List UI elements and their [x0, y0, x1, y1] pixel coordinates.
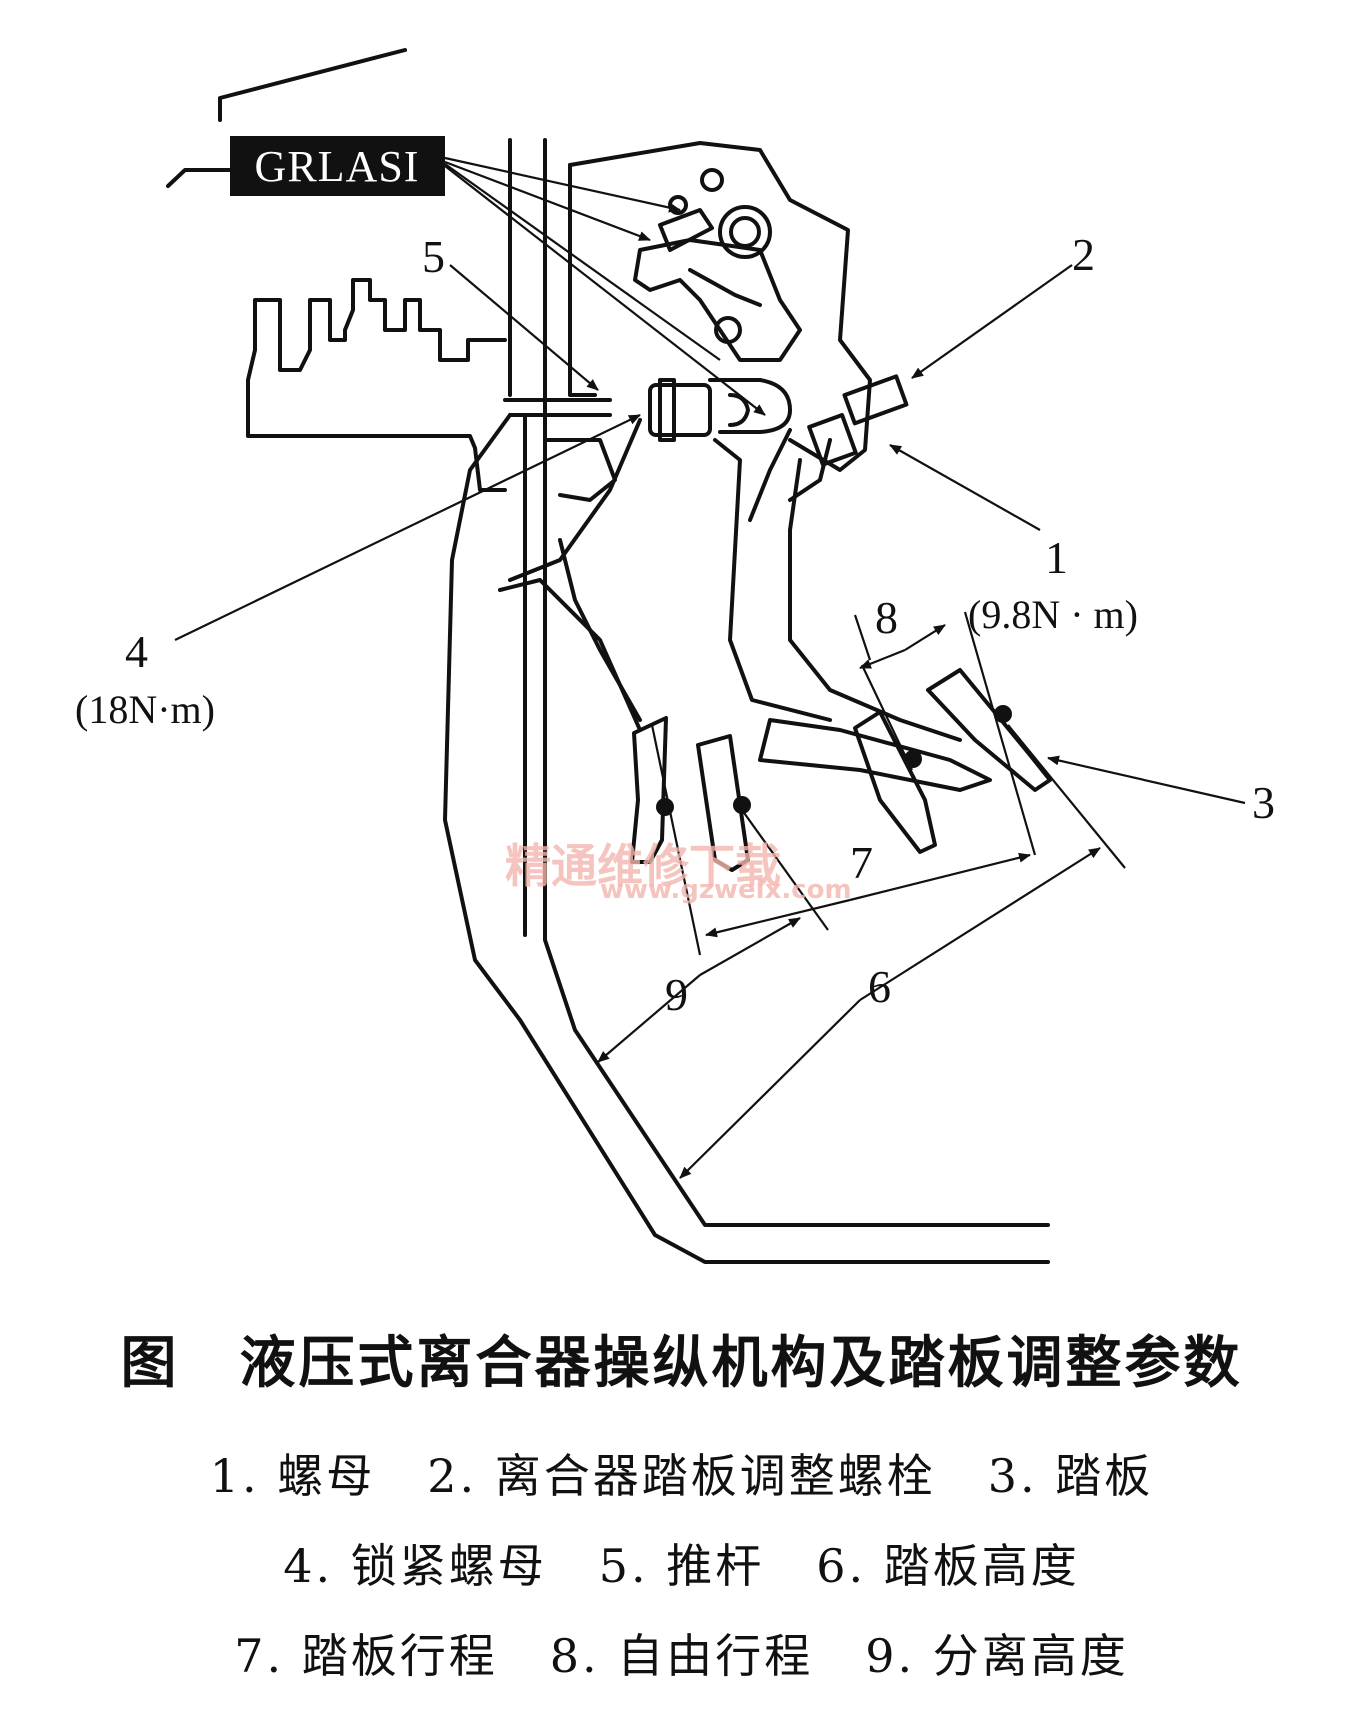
master-cylinder-body	[246, 278, 507, 492]
caption-title: 液压式离合器操纵机构及踏板调整参数	[239, 1331, 1243, 1396]
legend-row-3: 7. 踏板行程 8. 自由行程 9. 分离高度	[0, 1620, 1363, 1686]
pedal-bracket	[568, 141, 872, 472]
watermark: 精通维修下载 www.gzweix.com	[505, 839, 852, 905]
leader-lines	[174, 264, 1246, 805]
pedal-pads	[630, 668, 1052, 872]
callout-4: 4	[125, 626, 148, 677]
legend-row-1: 1. 螺母 2. 离合器踏板调整螺栓 3. 踏板	[0, 1440, 1363, 1506]
legend-item: 2. 离合器踏板调整螺栓	[427, 1449, 936, 1503]
callout-2: 2	[1072, 229, 1095, 280]
firewall-wall	[443, 138, 1050, 1264]
callout-1: 1	[1045, 532, 1068, 583]
callout-9: 9	[665, 969, 688, 1020]
clutch-pedal-arm	[498, 418, 832, 732]
dimension-lines	[650, 611, 1126, 956]
watermark-text: 精通维修下载	[505, 839, 781, 893]
pushrod	[503, 378, 792, 502]
callout-8: 8	[875, 592, 898, 643]
callout-6: 6	[868, 961, 891, 1012]
dimension-arrows	[597, 624, 1101, 1179]
legend-item: 7. 踏板行程	[234, 1629, 498, 1683]
caption-tag: 图	[120, 1331, 180, 1396]
watermark-url: www.gzweix.com	[600, 875, 852, 905]
callout-7: 7	[850, 837, 873, 888]
legend-item: 4. 锁紧螺母	[283, 1539, 547, 1593]
legend-item: 9. 分离高度	[865, 1629, 1129, 1683]
legend-item: 8. 自由行程	[549, 1629, 814, 1683]
torque-1: (9.8N · m)	[968, 592, 1138, 637]
clutch-pedal-diagram: GRLASI	[75, 48, 1275, 1264]
grlasi-label: GRLASI	[255, 142, 420, 191]
legend-item: 6. 踏板高度	[816, 1539, 1080, 1593]
legend-item: 5. 推杆	[598, 1539, 765, 1593]
grlasi-tag: GRLASI	[166, 48, 766, 416]
legend-row-2: 4. 锁紧螺母 5. 推杆 6. 踏板高度	[0, 1530, 1363, 1596]
figure-caption: 图液压式离合器操纵机构及踏板调整参数	[0, 1318, 1363, 1399]
torque-4: (18N·m)	[75, 687, 215, 732]
legend-item: 3. 踏板	[987, 1449, 1154, 1503]
callout-5: 5	[422, 231, 445, 282]
brake-pedal-arm	[748, 374, 962, 742]
callout-3: 3	[1252, 777, 1275, 828]
legend-item: 1. 螺母	[209, 1449, 376, 1503]
callout-labels: 1 (9.8N · m) 2 3 4 (18N·m) 5 6 7 8 9	[75, 229, 1275, 1020]
